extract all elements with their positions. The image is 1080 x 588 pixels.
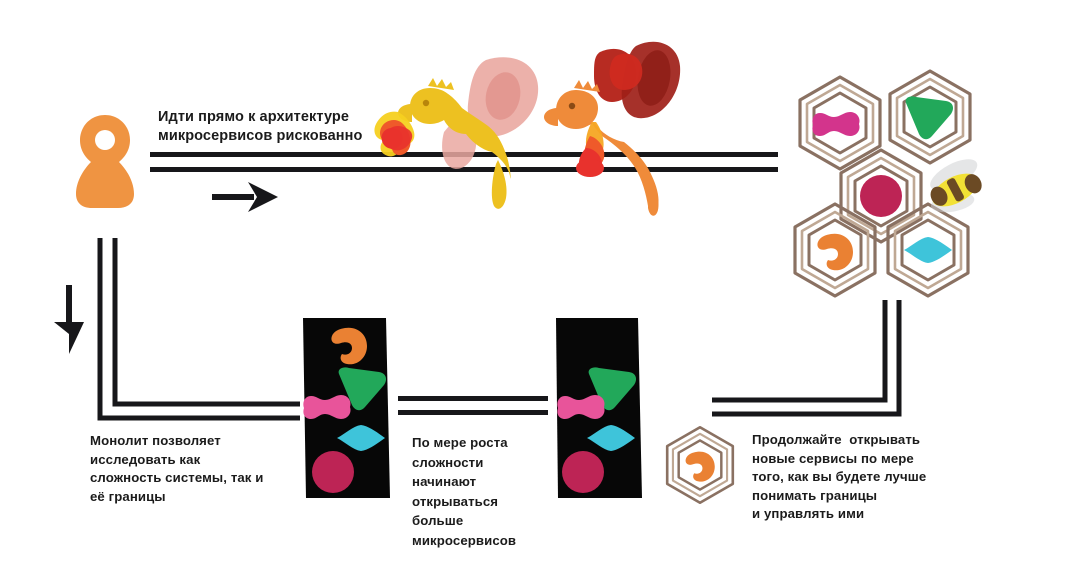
caption-risky-path: Идти прямо к архитектуре микросервисов р…: [158, 109, 363, 144]
dragon-orange-icon: [544, 41, 681, 216]
arrow-right-top: [212, 182, 278, 212]
rail-middle: [398, 396, 548, 415]
monolith-right-shapes: [557, 367, 637, 493]
connector-right-elbow: [712, 300, 902, 417]
person-pawn-icon: [76, 115, 134, 208]
cell-cyan-diamond: [886, 202, 970, 298]
monolith-left-shapes: [303, 327, 387, 493]
arrow-down-left: [54, 285, 84, 354]
cell-orange-comma: [793, 202, 877, 298]
cell-green-triangle: [888, 69, 972, 165]
caption-extracted-services: Продолжайте открывать новые сервисы по м…: [752, 432, 927, 521]
dragon-yellow-icon: [374, 57, 539, 209]
connector-left-elbow: [97, 238, 300, 421]
bee-icon: [930, 159, 982, 213]
caption-emerging-services: По мере роста сложности начинают открыва…: [412, 435, 517, 548]
caption-monolith: Монолит позволяет исследовать как сложно…: [90, 433, 264, 504]
cell-berry-circle: [839, 148, 923, 244]
cell-pink-bone: [798, 75, 882, 171]
